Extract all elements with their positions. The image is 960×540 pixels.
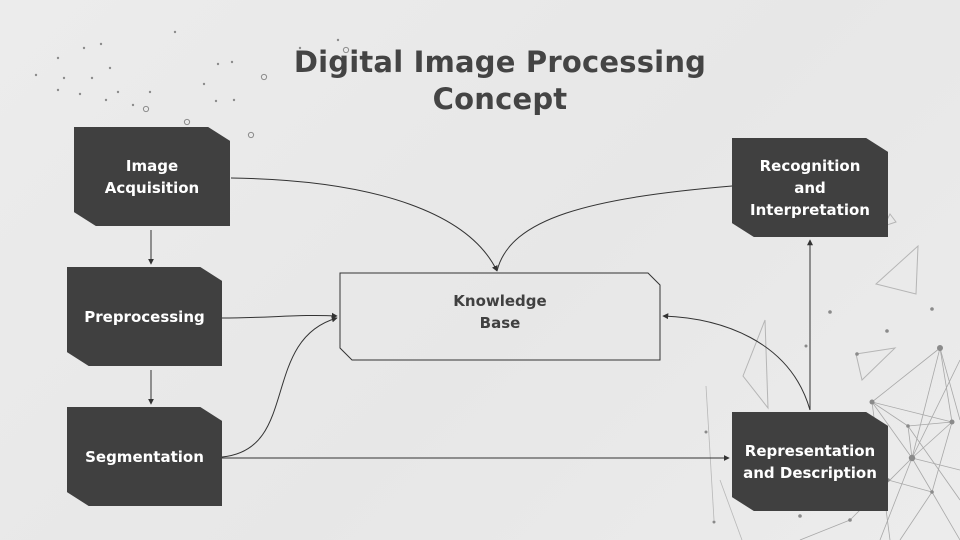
page-title: Digital Image Processing Concept <box>250 44 750 118</box>
image-acquisition-node: Image Acquisition <box>74 127 230 226</box>
title-line-1: Digital Image Processing <box>293 45 707 79</box>
recognition-label-3: Interpretation <box>750 200 870 219</box>
connector-representation-to-knowledge <box>662 313 811 411</box>
preprocessing-node: Preprocessing <box>67 267 222 366</box>
knowledge-base-box <box>339 272 661 361</box>
segmentation-label: Segmentation <box>85 447 204 466</box>
connector-segmentation-to-knowledge <box>221 316 338 458</box>
image-acquisition-label-1: Image <box>125 156 179 175</box>
connector-acquisition-to-knowledge <box>230 177 498 272</box>
representation-label-1: Representation <box>744 441 876 460</box>
representation-label-2: and Description <box>743 463 877 482</box>
title-line-2: Concept <box>432 82 568 116</box>
recognition-interpretation-node: Recognition and Interpretation <box>732 138 888 237</box>
preprocessing-label: Preprocessing <box>84 307 205 326</box>
knowledge-base-label-1: Knowledge <box>453 292 547 310</box>
knowledge-base-label-2: Base <box>479 314 521 332</box>
recognition-label-2: and <box>794 178 826 197</box>
connector-preprocessing-to-knowledge <box>221 312 338 319</box>
connector-recognition-to-knowledge <box>496 185 733 272</box>
knowledge-base-label: Knowledge Base <box>340 290 660 334</box>
recognition-label-1: Recognition <box>759 156 861 175</box>
segmentation-node: Segmentation <box>67 407 222 506</box>
representation-description-node: Representation and Description <box>732 412 888 511</box>
image-acquisition-label-2: Acquisition <box>104 178 200 197</box>
